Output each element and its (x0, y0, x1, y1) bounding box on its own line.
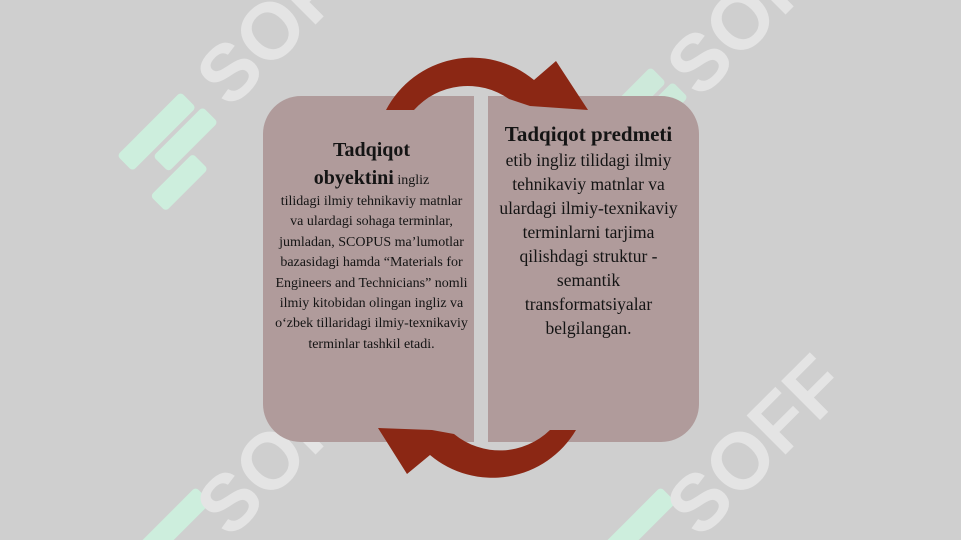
research-object-inline-text: ingliz (393, 173, 430, 188)
research-subject-box: Tadqiqot predmeti etib ingliz tilidagi i… (488, 96, 699, 442)
soff-logo-icon (133, 488, 210, 540)
research-object-text: tilidagi ilmiy tehnikaviy matnlar va ula… (275, 194, 468, 352)
research-subject-text: etib ingliz tilidagi ilmiy tehnikaviy ma… (499, 150, 678, 338)
soff-logo-icon (118, 93, 217, 210)
research-subject-heading: Tadqiqot predmeti (504, 122, 673, 146)
soff-logo-icon (598, 488, 675, 540)
